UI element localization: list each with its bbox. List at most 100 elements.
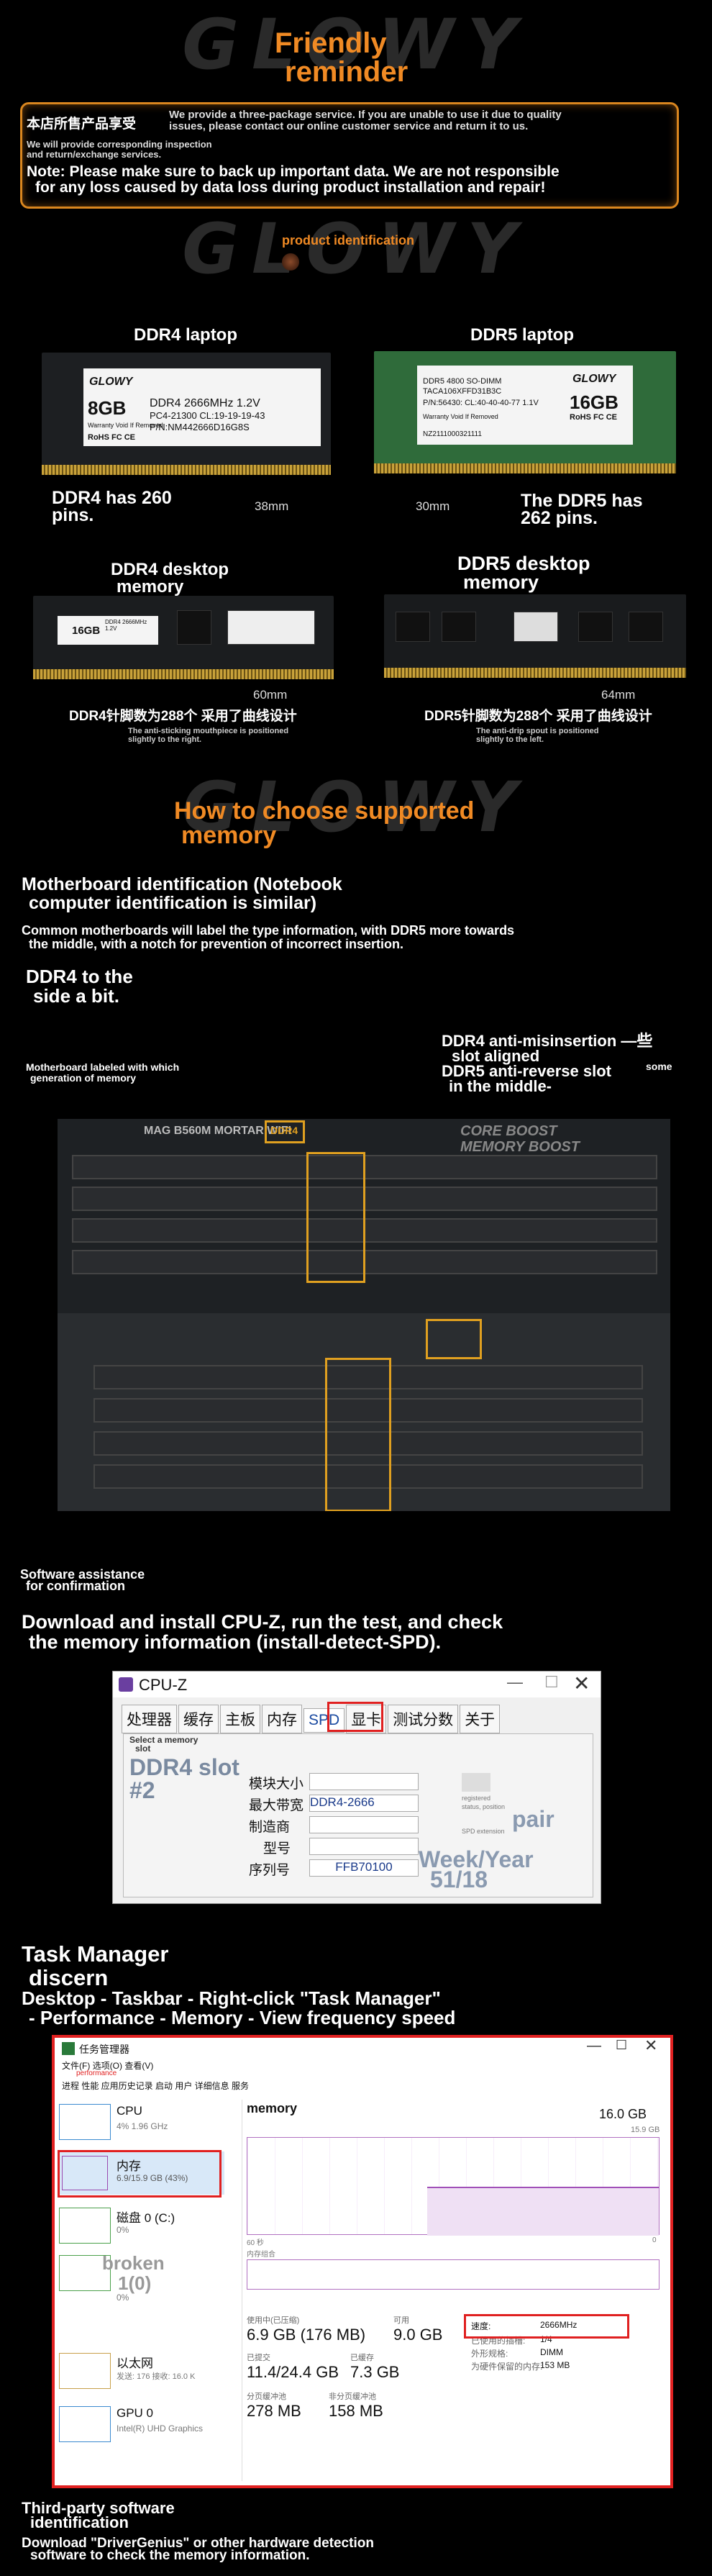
graph-axis-left: 60 秒 <box>247 2239 264 2247</box>
module-spec: TACA106XFFD31B3C <box>423 387 502 396</box>
ddr4-desktop-module: 16GB DDR4 2666MHz 1.2V <box>33 596 334 679</box>
tab-about[interactable]: 关于 <box>460 1705 501 1733</box>
tab-memory[interactable]: 内存 <box>262 1705 302 1733</box>
ddr5-slot <box>93 1365 643 1389</box>
ddr5-desktop-pins: DDR5针脚数为288个 采用了曲线设计 <box>424 709 652 724</box>
stat-cached: 7.3 GB <box>350 2363 400 2381</box>
ddr5-desktop-module <box>384 594 686 678</box>
sidebar-item-detail: 1(0) <box>118 2272 152 2294</box>
watermark-logo: GLOWY <box>182 767 530 848</box>
ddr5-desktop-dim: 64mm <box>601 688 636 702</box>
decorative-dot-icon <box>282 253 299 271</box>
module-size: 16GB <box>570 391 619 413</box>
disk-thumbnail <box>59 2255 111 2291</box>
ddr4-notch-highlight <box>306 1152 365 1283</box>
sidebar-item-label: CPU <box>117 2104 142 2118</box>
spd-row-label: 制造商 <box>249 1820 291 1835</box>
ddr5-slot <box>93 1464 643 1489</box>
slot-selector[interactable]: DDR4 slot <box>129 1754 239 1780</box>
spd-row-label: 模块大小 <box>249 1777 304 1792</box>
choose-title: How to choose supported memory <box>174 797 475 849</box>
composition-label: 内存组合 <box>247 2251 275 2259</box>
cpuz-titlebar: CPU-Z — ☐ ✕ <box>113 1672 601 1697</box>
sidebar-item-label: 磁盘 0 (C:) <box>117 2211 175 2225</box>
reminder-line: We provide a three-package service. If y… <box>169 109 562 121</box>
sidebar-item-detail: 0% <box>117 2225 129 2235</box>
tab-spd[interactable]: SPD <box>303 1708 345 1733</box>
module-sticker: DDR5 4800 SO-DIMM TACA106XFFD31B3C P/N:5… <box>417 366 633 445</box>
spd-small-label: registered <box>462 1795 491 1802</box>
sidebar-item-memory[interactable]: 内存 6.9/15.9 GB (43%) <box>59 2151 224 2195</box>
spec-label: 为硬件保留的内存: <box>471 2362 543 2372</box>
module-spec: PC4-21300 CL:19-19-19-43 <box>150 410 265 421</box>
tab-cpu[interactable]: 处理器 <box>122 1705 177 1733</box>
reminder-line: and return/exchange services. <box>27 149 162 160</box>
ddr5-laptop-pins: The DDR5 has 262 pins. <box>521 491 643 528</box>
memory-usage-fill <box>427 2187 659 2236</box>
task-manager-desc: Desktop - Taskbar - Right-click "Task Ma… <box>22 1987 456 2029</box>
tab-bench[interactable]: 测试分数 <box>388 1705 459 1733</box>
sidebar-item-gpu[interactable]: GPU 0 Intel(R) UHD Graphics <box>59 2405 232 2448</box>
sidebar-item-detail: 4% 1.96 GHz <box>117 2121 168 2131</box>
spec-label: 外形规格: <box>471 2349 508 2359</box>
ddr4-desktop-title: DDR4 desktop memory <box>111 560 229 597</box>
module-spec: DDR5 4800 SO-DIMM <box>423 377 502 386</box>
minimize-icon[interactable]: — <box>587 2038 601 2054</box>
module-spec: DDR4 2666MHz 1.2V <box>150 397 260 409</box>
maximize-icon[interactable]: ☐ <box>544 1673 559 1691</box>
taskmgr-menu[interactable]: 文件(F) 选项(O) 查看(V) <box>62 2061 154 2071</box>
minimize-icon[interactable]: — <box>507 1673 523 1691</box>
tab-cache[interactable]: 缓存 <box>178 1705 219 1733</box>
stat-label: 已缓存 <box>350 2354 374 2362</box>
cpuz-title: CPU-Z <box>139 1676 188 1694</box>
gold-pins <box>33 669 334 679</box>
anti-note-extra: some <box>646 1061 672 1072</box>
warranty-text: Warranty Void If Removed <box>423 413 498 420</box>
ddr5-notch-highlight <box>325 1358 391 1511</box>
close-icon[interactable]: ✕ <box>573 1672 590 1695</box>
stat-available: 9.0 GB <box>393 2326 443 2344</box>
tab-mainboard[interactable]: 主板 <box>220 1705 260 1733</box>
maximize-icon[interactable]: ☐ <box>616 2038 628 2052</box>
stat-label: 使用中(已压缩) <box>247 2316 300 2325</box>
stat-nonpaged-pool: 158 MB <box>329 2402 383 2420</box>
board-text: MEMORY BOOST <box>460 1139 580 1155</box>
ddr4-laptop-pins: DDR4 has 260 pins. <box>52 488 172 525</box>
board-model-text: MAG B560M MORTAR WIFI <box>144 1125 292 1137</box>
ddr5-slot <box>93 1398 643 1423</box>
module-size: 16GB <box>72 625 101 637</box>
watermark-logo: GLOWY <box>182 209 530 289</box>
memory-subtotal: 15.9 GB <box>631 2126 660 2134</box>
sidebar-item-broken[interactable]: broken 1(0) 0% <box>59 2252 224 2310</box>
sidebar-item-detail: Intel(R) UHD Graphics <box>117 2423 204 2434</box>
ddr4-desktop-dim: 60mm <box>253 688 288 702</box>
module-spec: P/N:NM442666D16G8S <box>150 422 250 432</box>
memory-chip <box>514 612 558 642</box>
stat-committed: 11.4/24.4 GB <box>247 2363 339 2381</box>
warranty-text: Warranty Void If Removed <box>88 422 163 429</box>
module-size: 8GB <box>88 397 127 419</box>
brand-logo: GLOWY <box>572 373 616 385</box>
sidebar-item-ethernet[interactable]: 以太网 发送: 176 接收: 16.0 K <box>59 2351 232 2395</box>
cpuz-spd-panel: Select a memory slot DDR4 slot #2 模块大小 最… <box>123 1733 593 1897</box>
reminder-title: Friendly reminder <box>275 27 409 88</box>
cpu-thumbnail <box>59 2104 111 2140</box>
tab-graphics[interactable]: 显卡 <box>346 1705 387 1733</box>
task-manager-window: 任务管理器 — ☐ ✕ 文件(F) 选项(O) 查看(V) performanc… <box>52 2035 673 2488</box>
sidebar-item-cpu[interactable]: CPU 4% 1.96 GHz <box>59 2100 224 2143</box>
stat-label: 已提交 <box>247 2354 270 2362</box>
sidebar-item-disk[interactable]: 磁盘 0 (C:) 0% <box>59 2205 224 2248</box>
spd-row-value <box>309 1773 419 1790</box>
motherboard-label-note: Motherboard labeled with which generatio… <box>26 1061 180 1084</box>
spd-small-label: status, position <box>462 1803 506 1810</box>
memory-panel-title: memory <box>247 2101 298 2115</box>
close-icon[interactable]: ✕ <box>644 2036 658 2054</box>
module-spec: DDR4 2666MHz 1.2V <box>105 619 147 632</box>
taskmgr-tabs[interactable]: 进程 性能 应用历史记录 启动 用户 详细信息 服务 <box>62 2081 250 2091</box>
memory-item-highlight <box>58 2150 222 2198</box>
cert-mark: RoHS FC CE <box>88 433 135 442</box>
pair-label: pair <box>512 1806 554 1832</box>
motherboard-id-title: Motherboard identification (Notebook com… <box>22 874 342 914</box>
motherboard-id-desc: Common motherboards will label the type … <box>22 923 515 951</box>
